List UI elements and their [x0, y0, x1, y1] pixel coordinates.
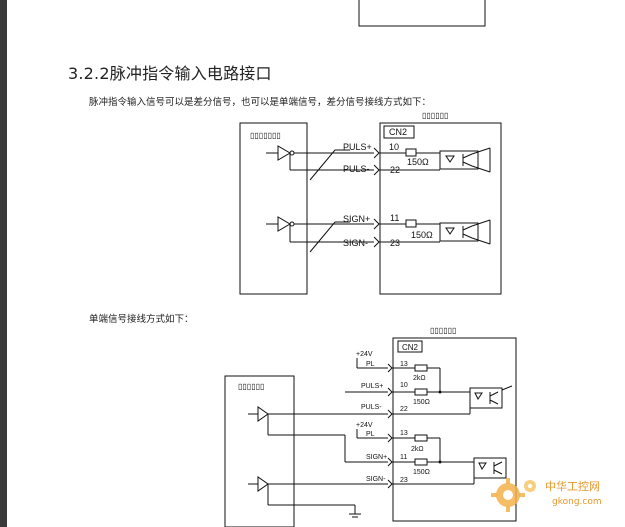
page-edge [0, 0, 7, 527]
signal-sign-plus: SIGN+ [343, 214, 370, 224]
controller-box [239, 122, 308, 295]
single-ended-intro: 单端信号接线方式如下： [89, 314, 194, 325]
watermark: 中华工控网 gkong.com [491, 478, 602, 512]
signal-sign-minus: SIGN- [343, 238, 368, 248]
resistor-value-1: 150Ω [407, 157, 429, 167]
driver-box [392, 337, 517, 522]
pin-23: 23 [390, 238, 400, 248]
signal-puls-plus: PULS+ [343, 142, 372, 152]
controller-box [224, 375, 295, 527]
supply-24v: +24V [356, 422, 373, 429]
resistor-icon [405, 148, 417, 157]
resistor-icon [414, 434, 428, 442]
pin-13: 13 [400, 361, 408, 368]
cn2-label: CN2 [389, 127, 407, 137]
pin-22: 22 [400, 406, 408, 413]
driver-label: ▯▯▯▯▯▯ [430, 326, 456, 335]
optocoupler-icon [439, 222, 479, 242]
optocoupler-icon [439, 150, 479, 170]
resistor-icon [405, 219, 417, 228]
signal-sign-minus: SIGN- [366, 476, 386, 483]
pin-23: 23 [400, 477, 408, 484]
resistor-icon [414, 364, 428, 372]
resistor-2k: 2kΩ [411, 446, 424, 453]
controller-label: ▯▯▯▯▯▯ [238, 382, 264, 391]
signal-sign-plus: SIGN+ [366, 454, 387, 461]
optocoupler-icon [473, 457, 507, 479]
cn2-label: CN2 [402, 343, 419, 352]
signal-puls-minus: PULS- [343, 164, 370, 174]
differential-diagram: ▯▯▯▯▯▯▯ ▯▯▯▯▯▯ CN2 PULS+ PULS- 10 22 150… [239, 111, 502, 295]
pin-13: 13 [400, 430, 408, 437]
controller-label: ▯▯▯▯▯▯▯ [250, 131, 281, 140]
watermark-url: gkong.com [552, 497, 602, 507]
signal-puls-minus: PULS- [361, 404, 382, 411]
watermark-brand: 中华工控网 [545, 479, 600, 493]
pin-10: 10 [389, 142, 399, 152]
differential-intro: 脉冲指令输入信号可以是差分信号，也可以是单端信号，差分信号接线方式如下： [89, 97, 432, 108]
buffer-icon [257, 476, 269, 492]
optocoupler-icon [469, 387, 503, 409]
cn2-box [383, 125, 415, 139]
supply-24v: +24V [356, 351, 373, 358]
signal-pl: PL [366, 361, 375, 368]
resistor-value-2: 150Ω [411, 230, 433, 240]
previous-diagram-fragment [358, 0, 486, 27]
gear-icon [491, 478, 536, 512]
pin-11: 11 [400, 454, 407, 461]
driver-box [379, 122, 502, 295]
resistor-icon [414, 458, 428, 466]
resistor-2k: 2kΩ [413, 375, 426, 382]
single-ended-diagram: ▯▯▯▯▯▯ CN2 ▯▯▯▯▯▯ +24V PL 13 2kΩ PULS+ 1… [224, 326, 517, 527]
signal-puls-plus: PULS+ [361, 383, 383, 390]
line-driver-icon [277, 216, 291, 232]
signal-pl: PL [366, 431, 375, 438]
pin-11: 11 [390, 213, 399, 223]
line-driver-icon [277, 145, 291, 161]
cn2-box [397, 340, 423, 353]
section-heading: 3.2.2脉冲指令输入电路接口 [68, 64, 272, 83]
buffer-icon [257, 406, 269, 422]
pin-10: 10 [400, 382, 408, 389]
resistor-icon [414, 388, 428, 396]
resistor-150: 150Ω [413, 399, 430, 406]
resistor-150: 150Ω [413, 469, 430, 476]
driver-label: ▯▯▯▯▯▯ [422, 111, 448, 120]
